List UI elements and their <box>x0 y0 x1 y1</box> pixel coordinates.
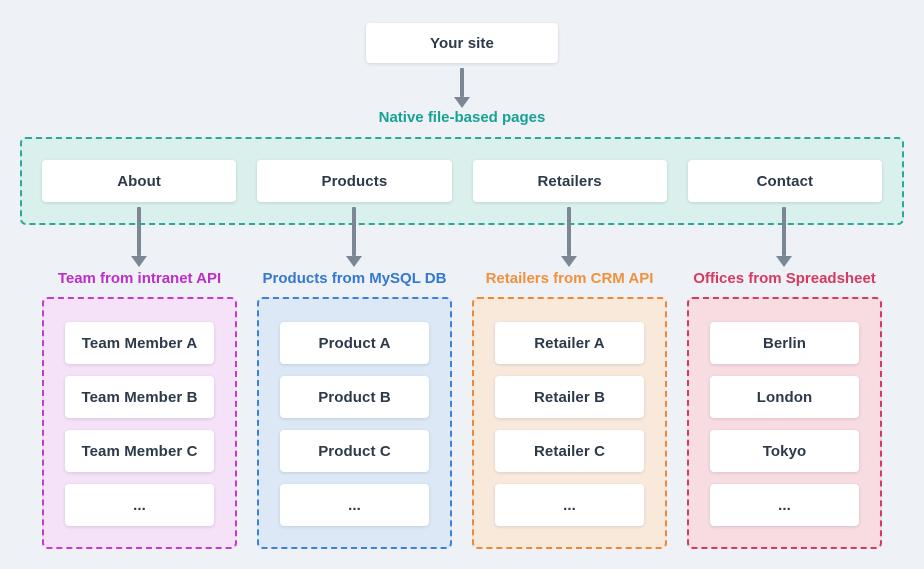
arrow-shaft <box>782 207 786 256</box>
arrow-head-icon <box>561 256 577 267</box>
source-title: Offices from Spreadsheet <box>693 270 876 287</box>
arrow-head-icon <box>776 256 792 267</box>
source-item: Retailer C <box>495 430 644 472</box>
page-node-retailers: Retailers <box>472 160 667 202</box>
your-site-node: Your site <box>366 23 558 63</box>
source-item: Team Member C <box>65 430 214 472</box>
source-item: Retailer A <box>495 322 644 364</box>
source-item-label: Team Member C <box>81 442 198 460</box>
source-column-offices: Offices from Spreadsheet Berlin London T… <box>687 269 882 549</box>
source-item-ellipsis: ... <box>280 484 429 526</box>
source-item-label: Tokyo <box>762 442 807 460</box>
source-group: Berlin London Tokyo ... <box>687 297 882 549</box>
source-item-ellipsis: ... <box>65 484 214 526</box>
source-item-label: Berlin <box>762 334 807 352</box>
native-pages-group: About Products Retailers Contact <box>20 137 904 225</box>
source-item: London <box>710 376 859 418</box>
source-item-label: Retailer C <box>533 442 606 460</box>
your-site-label: Your site <box>430 34 494 52</box>
page-label: Contact <box>756 172 814 190</box>
source-group: Retailer A Retailer B Retailer C ... <box>472 297 667 549</box>
page-node-about: About <box>42 160 237 202</box>
source-column-products: Products from MySQL DB Product A Product… <box>257 269 452 549</box>
arrow-head-icon <box>454 97 470 108</box>
page-label: Products <box>321 172 388 190</box>
source-item: Team Member B <box>65 376 214 418</box>
source-item: Team Member A <box>65 322 214 364</box>
source-item-label: Product B <box>318 388 391 406</box>
source-title: Products from MySQL DB <box>262 270 447 287</box>
source-title: Team from intranet API <box>57 270 222 287</box>
source-item-ellipsis: ... <box>495 484 644 526</box>
source-group: Product A Product B Product C ... <box>257 297 452 549</box>
arrow-head-icon <box>346 256 362 267</box>
source-item: Tokyo <box>710 430 859 472</box>
arrow-shaft <box>567 207 571 256</box>
arrow-retailers-to-crm <box>561 207 577 267</box>
source-item: Berlin <box>710 322 859 364</box>
source-item: Retailer B <box>495 376 644 418</box>
source-item-label: Product A <box>318 334 391 352</box>
source-item-label: Product C <box>318 442 391 460</box>
arrow-root-to-native <box>454 68 470 108</box>
source-group: Team Member A Team Member B Team Member … <box>42 297 237 549</box>
arrow-about-to-team <box>131 207 147 267</box>
page-label: Retailers <box>537 172 602 190</box>
source-column-retailers: Retailers from CRM API Retailer A Retail… <box>472 269 667 549</box>
source-item: Product A <box>280 322 429 364</box>
source-item-label: ... <box>778 496 791 514</box>
source-item-label: ... <box>348 496 361 514</box>
source-item: Product C <box>280 430 429 472</box>
arrow-contact-to-offices <box>776 207 792 267</box>
source-item-label: Retailer B <box>533 388 606 406</box>
source-item-label: ... <box>563 496 576 514</box>
arrow-shaft <box>137 207 141 256</box>
source-item-label: ... <box>133 496 146 514</box>
source-item-label: Team Member B <box>81 388 198 406</box>
page-node-contact: Contact <box>687 160 882 202</box>
source-item: Product B <box>280 376 429 418</box>
page-node-products: Products <box>257 160 452 202</box>
native-pages-title: Native file-based pages <box>378 109 546 126</box>
source-item-label: Retailer A <box>534 334 605 352</box>
arrow-shaft <box>352 207 356 256</box>
source-item-label: Team Member A <box>81 334 198 352</box>
page-label: About <box>117 172 162 190</box>
arrow-shaft <box>460 68 464 97</box>
arrow-head-icon <box>131 256 147 267</box>
source-item-label: London <box>756 388 813 406</box>
arrow-products-to-mysql <box>346 207 362 267</box>
source-item-ellipsis: ... <box>710 484 859 526</box>
source-column-team: Team from intranet API Team Member A Tea… <box>42 269 237 549</box>
source-title: Retailers from CRM API <box>485 270 654 287</box>
